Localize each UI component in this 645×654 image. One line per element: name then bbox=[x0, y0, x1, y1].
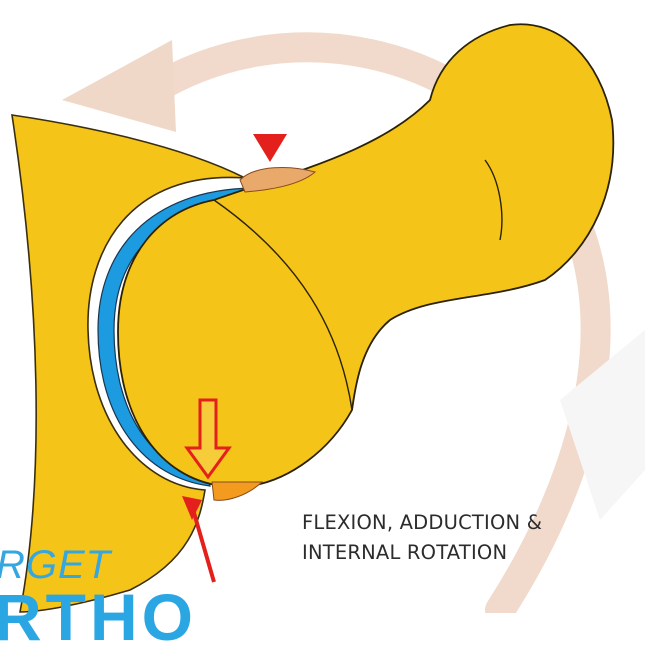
motion-caption: FLEXION, ADDUCTION & INTERNAL ROTATION bbox=[302, 508, 542, 568]
rotation-arrow-head bbox=[62, 40, 176, 132]
femur bbox=[118, 24, 613, 486]
posteroinferior-lesion bbox=[212, 482, 262, 500]
watermark-line-1: RGET bbox=[0, 545, 111, 585]
watermark-line-2: RTHO bbox=[0, 587, 197, 647]
femur-bone bbox=[118, 24, 613, 486]
red-triangle-marker bbox=[253, 134, 287, 162]
caption-line-1: FLEXION, ADDUCTION & bbox=[302, 508, 542, 538]
caption-line-2: INTERNAL ROTATION bbox=[302, 538, 542, 568]
